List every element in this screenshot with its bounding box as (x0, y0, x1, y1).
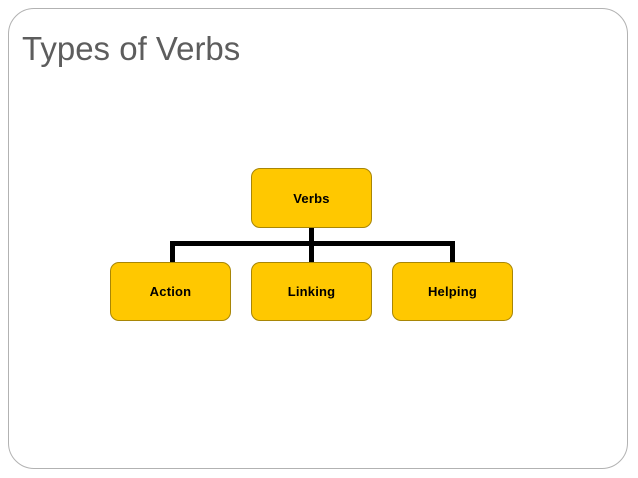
node-linking-label: Linking (287, 284, 336, 299)
node-verbs: Verbs (251, 168, 372, 228)
connector-drop-action (170, 241, 175, 264)
connector-drop-helping (450, 241, 455, 264)
node-action: Action (110, 262, 231, 321)
connector-horizontal-bar (170, 241, 455, 246)
page-title: Types of Verbs (22, 30, 241, 67)
node-linking: Linking (251, 262, 372, 321)
node-helping-label: Helping (427, 284, 478, 299)
node-verbs-label: Verbs (293, 190, 330, 206)
node-action-label: Action (149, 284, 192, 299)
node-helping: Helping (392, 262, 513, 321)
